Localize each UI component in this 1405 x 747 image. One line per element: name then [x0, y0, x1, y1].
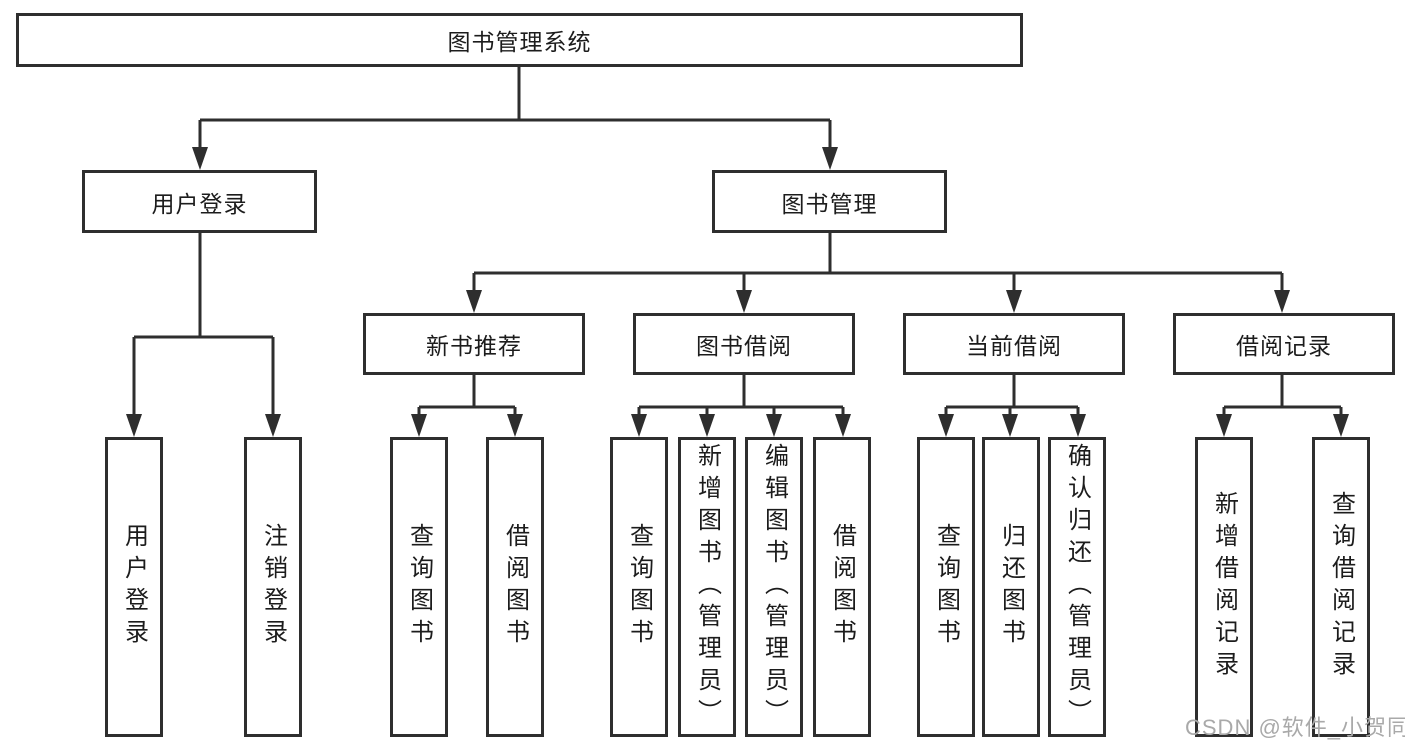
leaf-borrow-books: 借阅图书	[813, 437, 871, 737]
connector-path	[132, 67, 1343, 416]
arrowhead-icons	[126, 147, 1349, 437]
leaf-query-books-current: 查询图书	[917, 437, 975, 737]
node-current-borrowing: 当前借阅	[903, 313, 1125, 375]
leaf-return-books: 归还图书	[982, 437, 1040, 737]
node-borrowing-records: 借阅记录	[1173, 313, 1395, 375]
leaf-edit-books-admin: 编辑图书（管理员）	[745, 437, 803, 737]
leaf-add-books-admin: 新增图书（管理员）	[678, 437, 736, 737]
leaf-borrow-books-recommend: 借阅图书	[486, 437, 544, 737]
leaf-query-books-recommend: 查询图书	[390, 437, 448, 737]
leaf-logout: 注销登录	[244, 437, 302, 737]
leaf-query-borrow-record: 查询借阅记录	[1312, 437, 1370, 737]
node-book-management: 图书管理	[712, 170, 947, 233]
csdn-watermark: CSDN @软件_小贺同学	[1185, 715, 1405, 740]
node-book-borrowing: 图书借阅	[633, 313, 855, 375]
node-library-management-system: 图书管理系统	[16, 13, 1023, 67]
leaf-query-books-borrow: 查询图书	[610, 437, 668, 737]
leaf-confirm-return-admin: 确认归还（管理员）	[1048, 437, 1106, 737]
node-new-book-recommend: 新书推荐	[363, 313, 585, 375]
leaf-user-login: 用户登录	[105, 437, 163, 737]
leaf-add-borrow-record: 新增借阅记录	[1195, 437, 1253, 737]
node-user-login: 用户登录	[82, 170, 317, 233]
